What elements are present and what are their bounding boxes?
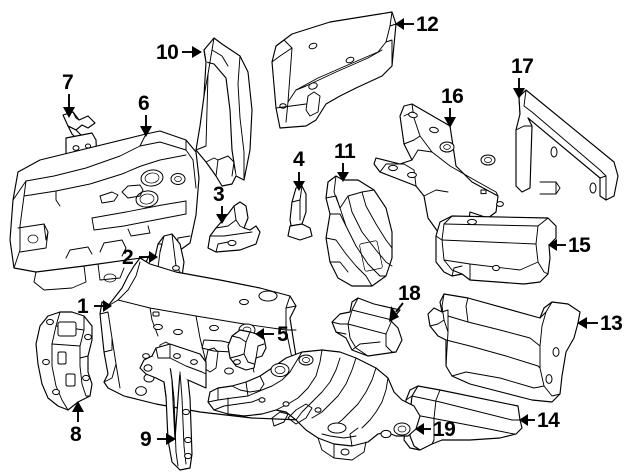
part-10-inner-fender-shield bbox=[195, 37, 253, 187]
callout-label-18: 18 bbox=[398, 282, 421, 305]
part-13-long-side-member bbox=[427, 293, 581, 403]
part-4-small-clip-bracket bbox=[287, 185, 313, 241]
part-6-lower-flange bbox=[33, 263, 125, 291]
callout-label-13: 13 bbox=[600, 312, 623, 335]
callout-label-8: 8 bbox=[70, 423, 82, 446]
part-8-battery-tray-bracket bbox=[35, 311, 93, 411]
part-15-rear-mount-bracket bbox=[435, 215, 557, 285]
part-6-wheelhouse-outer-panel bbox=[9, 130, 200, 273]
callout-label-1: 1 bbox=[77, 295, 89, 318]
callout-label-12: 12 bbox=[416, 13, 439, 36]
callout-label-4: 4 bbox=[293, 148, 305, 171]
callout-label-5: 5 bbox=[277, 323, 289, 346]
callout-label-10: 10 bbox=[156, 41, 179, 64]
part-9-vertical-stiffener bbox=[139, 343, 207, 471]
callout-label-15: 15 bbox=[568, 234, 591, 257]
callout-label-16: 16 bbox=[441, 85, 464, 108]
callout-leaders bbox=[63, 18, 598, 445]
callout-label-9: 9 bbox=[140, 428, 152, 451]
part-12-apron-reinforcement bbox=[271, 11, 397, 129]
callout-label-11: 11 bbox=[334, 140, 356, 163]
callout-label-3: 3 bbox=[213, 183, 225, 206]
callout-label-7: 7 bbox=[62, 71, 74, 94]
callout-label-19: 19 bbox=[433, 418, 456, 441]
callout-label-17: 17 bbox=[511, 55, 534, 78]
callout-label-2: 2 bbox=[122, 246, 134, 269]
part-19-engine-cradle-subframe bbox=[207, 349, 421, 461]
part-11-wheelhouse-liner-bracket bbox=[325, 175, 393, 287]
part-14-tapered-rail-closeout bbox=[403, 385, 523, 451]
part-5-latch-bracket bbox=[227, 329, 267, 371]
part-17-side-rail-extension bbox=[515, 89, 619, 201]
callout-label-14: 14 bbox=[537, 409, 560, 432]
callout-label-6: 6 bbox=[138, 92, 150, 115]
part-3-corner-gusset bbox=[207, 201, 261, 253]
